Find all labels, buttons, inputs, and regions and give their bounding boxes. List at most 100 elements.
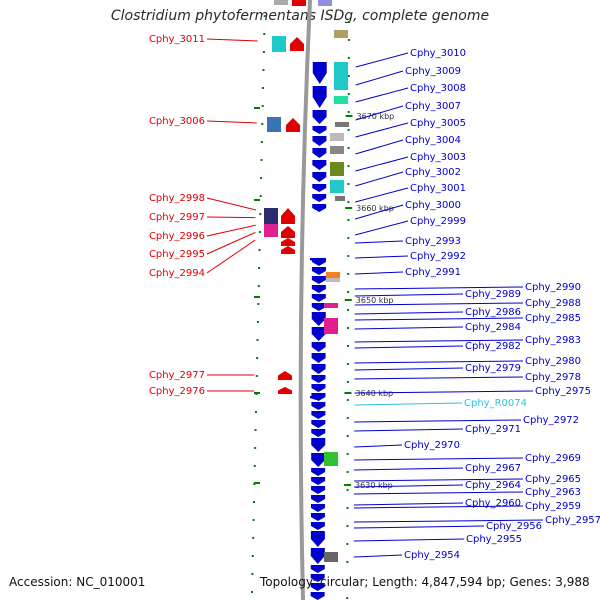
gene-label[interactable]: Cphy_2960: [465, 498, 521, 509]
gene-label[interactable]: Cphy_3008: [410, 83, 466, 94]
gene-box[interactable]: [335, 122, 349, 127]
gene-box[interactable]: [334, 96, 348, 104]
gene-label[interactable]: Cphy_R0074: [464, 398, 527, 409]
reverse-gene-arrow[interactable]: [310, 513, 325, 521]
gene-label[interactable]: Cphy_2956: [486, 521, 542, 532]
reverse-gene-arrow[interactable]: [311, 267, 326, 275]
reverse-gene-arrow[interactable]: [311, 429, 326, 437]
reverse-gene-arrow[interactable]: [310, 531, 325, 547]
gene-label[interactable]: Cphy_3004: [405, 135, 461, 146]
forward-gene-arrow[interactable]: [281, 208, 295, 224]
reverse-gene-arrow[interactable]: [311, 468, 326, 476]
forward-gene-arrow[interactable]: [286, 118, 300, 132]
gene-box[interactable]: [274, 0, 288, 5]
gene-label[interactable]: Cphy_3011: [149, 34, 205, 45]
reverse-gene-arrow[interactable]: [311, 276, 326, 284]
reverse-gene-arrow[interactable]: [311, 486, 326, 494]
reverse-gene-arrow[interactable]: [310, 548, 325, 564]
gene-box[interactable]: [318, 0, 332, 6]
gene-box[interactable]: [264, 208, 278, 224]
gene-label[interactable]: Cphy_2972: [523, 415, 579, 426]
gene-label[interactable]: Cphy_2969: [525, 453, 581, 464]
gene-label[interactable]: Cphy_3009: [405, 66, 461, 77]
reverse-gene-arrow[interactable]: [312, 160, 327, 170]
gene-label[interactable]: Cphy_2997: [149, 212, 205, 223]
gene-label[interactable]: Cphy_3000: [405, 200, 461, 211]
gene-label[interactable]: Cphy_2978: [525, 372, 581, 383]
gene-label[interactable]: Cphy_2993: [405, 236, 461, 247]
gene-label[interactable]: Cphy_2955: [466, 534, 522, 545]
gene-label[interactable]: Cphy_2954: [404, 550, 460, 561]
reverse-gene-arrow[interactable]: [310, 522, 325, 530]
gene-label[interactable]: Cphy_2994: [149, 268, 205, 279]
gene-label[interactable]: Cphy_2965: [525, 474, 581, 485]
gene-label[interactable]: Cphy_3006: [149, 116, 205, 127]
gene-box[interactable]: [264, 224, 278, 237]
gene-box[interactable]: [267, 117, 281, 132]
gene-label[interactable]: Cphy_2992: [410, 251, 466, 262]
forward-gene-arrow[interactable]: [278, 371, 292, 380]
reverse-gene-arrow[interactable]: [310, 258, 322, 262]
reverse-gene-arrow[interactable]: [312, 184, 327, 192]
reverse-gene-arrow[interactable]: [311, 375, 326, 383]
gene-label[interactable]: Cphy_2970: [404, 440, 460, 451]
gene-label[interactable]: Cphy_3002: [405, 167, 461, 178]
reverse-gene-arrow[interactable]: [311, 353, 326, 363]
reverse-gene-arrow[interactable]: [311, 312, 326, 326]
gene-box[interactable]: [330, 133, 344, 141]
gene-label[interactable]: Cphy_2990: [525, 282, 581, 293]
gene-label[interactable]: Cphy_2982: [465, 341, 521, 352]
reverse-gene-arrow[interactable]: [311, 453, 326, 467]
gene-label[interactable]: Cphy_3003: [410, 152, 466, 163]
gene-box[interactable]: [326, 272, 340, 278]
gene-label[interactable]: Cphy_2991: [405, 267, 461, 278]
gene-label[interactable]: Cphy_2999: [410, 216, 466, 227]
reverse-gene-arrow[interactable]: [311, 364, 326, 374]
gene-label[interactable]: Cphy_2985: [525, 313, 581, 324]
gene-label[interactable]: Cphy_3010: [410, 48, 466, 59]
forward-gene-arrow[interactable]: [281, 246, 295, 254]
gene-box[interactable]: [334, 62, 348, 90]
reverse-gene-arrow[interactable]: [311, 384, 326, 392]
gene-label[interactable]: Cphy_2959: [525, 501, 581, 512]
forward-gene-arrow[interactable]: [281, 226, 295, 238]
gene-label[interactable]: Cphy_3001: [410, 183, 466, 194]
reverse-gene-arrow[interactable]: [312, 194, 327, 202]
forward-gene-arrow[interactable]: [290, 37, 304, 51]
gene-box[interactable]: [330, 162, 344, 176]
reverse-gene-arrow[interactable]: [312, 126, 327, 134]
gene-label[interactable]: Cphy_2975: [535, 386, 591, 397]
reverse-gene-arrow[interactable]: [311, 342, 326, 352]
reverse-gene-arrow[interactable]: [310, 396, 322, 400]
gene-box[interactable]: [324, 552, 338, 562]
gene-box[interactable]: [334, 30, 348, 38]
gene-label[interactable]: Cphy_2957: [545, 515, 600, 526]
gene-label[interactable]: Cphy_2964: [465, 480, 521, 491]
gene-label[interactable]: Cphy_2977: [149, 370, 205, 381]
reverse-gene-arrow[interactable]: [312, 172, 327, 182]
reverse-gene-arrow[interactable]: [312, 86, 327, 108]
reverse-gene-arrow[interactable]: [310, 565, 325, 573]
gene-label[interactable]: Cphy_2983: [525, 335, 581, 346]
gene-box[interactable]: [324, 318, 338, 334]
gene-label[interactable]: Cphy_2984: [465, 322, 521, 333]
gene-label[interactable]: Cphy_2986: [465, 307, 521, 318]
reverse-gene-arrow[interactable]: [312, 148, 327, 158]
reverse-gene-arrow[interactable]: [310, 592, 325, 600]
gene-label[interactable]: Cphy_2996: [149, 231, 205, 242]
gene-box[interactable]: [324, 452, 338, 466]
reverse-gene-arrow[interactable]: [312, 204, 327, 212]
gene-label[interactable]: Cphy_2979: [465, 363, 521, 374]
reverse-gene-arrow[interactable]: [311, 477, 326, 485]
reverse-gene-arrow[interactable]: [311, 303, 326, 311]
reverse-gene-arrow[interactable]: [310, 583, 325, 591]
gene-label[interactable]: Cphy_2980: [525, 356, 581, 367]
gene-label[interactable]: Cphy_2988: [525, 298, 581, 309]
reverse-gene-arrow[interactable]: [311, 495, 326, 503]
gene-box[interactable]: [326, 278, 340, 282]
gene-box[interactable]: [330, 180, 344, 193]
gene-label[interactable]: Cphy_3005: [410, 118, 466, 129]
gene-label[interactable]: Cphy_2967: [465, 463, 521, 474]
reverse-gene-arrow[interactable]: [311, 327, 326, 341]
reverse-gene-arrow[interactable]: [310, 504, 325, 512]
